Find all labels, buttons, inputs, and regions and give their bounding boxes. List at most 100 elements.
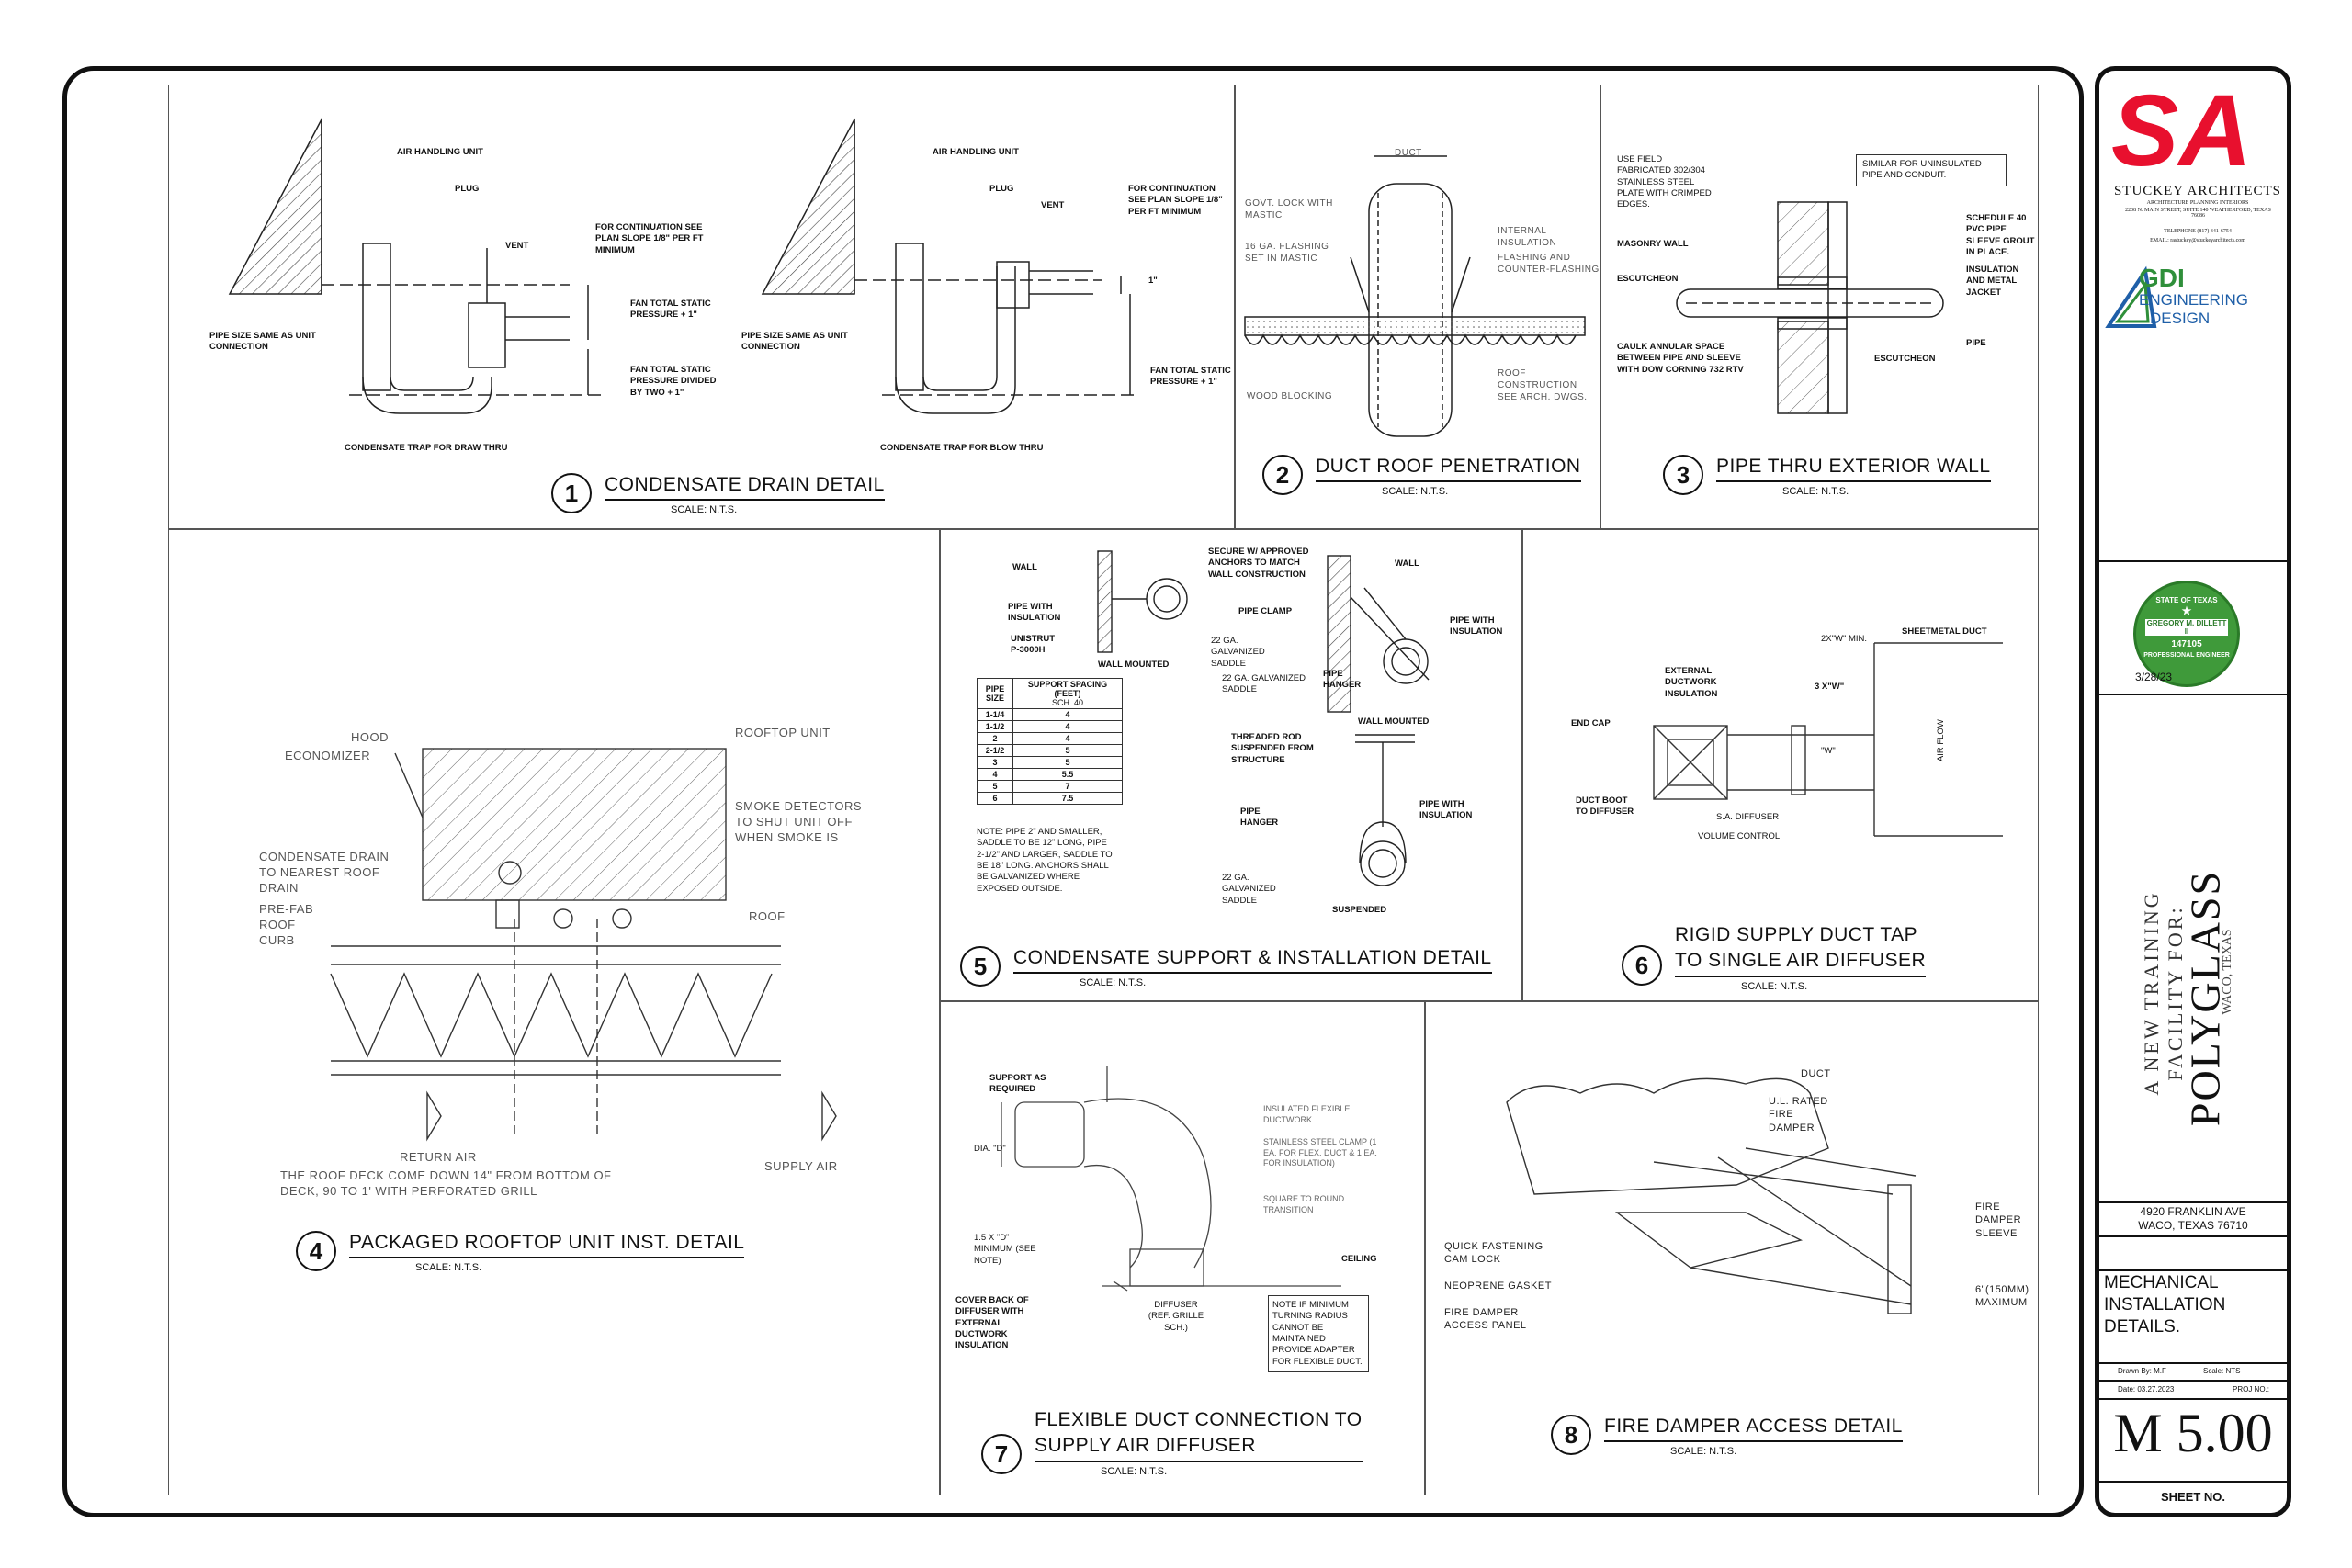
detail-2-number: 2 (1262, 455, 1303, 495)
d1-air-handling-unit: AIR HANDLING UNIT (397, 147, 483, 157)
d8-sleeve: FIRE DAMPER SLEEVE (1975, 1201, 2022, 1239)
engineer-logo: GDI ENGINEERING DESIGN (2104, 262, 2288, 331)
detail-2-title: 2 DUCT ROOF PENETRATION SCALE: N.T.S. (1262, 455, 1581, 497)
d7-square-round: SQUARE TO ROUND TRANSITION (1263, 1194, 1345, 1214)
detail-5-title: 5 CONDENSATE SUPPORT & INSTALLATION DETA… (960, 946, 1492, 988)
seal-bottom: PROFESSIONAL ENGINEER (2143, 652, 2230, 659)
d2-wood-blocking: WOOD BLOCKING (1247, 391, 1333, 401)
project-address-1: 4920 FRANKLIN AVE (2140, 1205, 2246, 1218)
d1-pipe-size-draw: PIPE SIZE SAME AS UNIT CONNECTION (209, 331, 316, 353)
d5-wall-mounted-2: WALL MOUNTED (1358, 716, 1430, 727)
detail-cell-8 (1425, 1001, 2039, 1495)
table-cell: 4 (1012, 732, 1123, 745)
svg-text:SA: SA (2111, 78, 2252, 179)
d4-rooftop-unit: ROOFTOP UNIT (735, 726, 831, 739)
d1-plug-2: PLUG (989, 184, 1014, 194)
d1-fan-static-plus: FAN TOTAL STATIC PRESSURE + 1" (630, 299, 711, 321)
d3-escutcheon-2: ESCUTCHEON (1874, 354, 1936, 364)
d2-duct: DUCT (1395, 148, 1422, 158)
firm-name: STUCKEY ARCHITECTS (2113, 184, 2282, 198)
d5-pipe-with-insulation: PIPE WITH INSULATION (1008, 602, 1061, 624)
d6-sa-diffuser: S.A. DIFFUSER (1716, 812, 1780, 822)
d7-cover-back: COVER BACK OF DIFFUSER WITH EXTERNAL DUC… (956, 1295, 1029, 1351)
table-header-spacing: SUPPORT SPACING (FEET) SCH. 40 (1012, 678, 1123, 709)
seal-number: 147105 (2171, 639, 2202, 649)
date-value: Date: 03.27.2023 (2118, 1385, 2175, 1393)
detail-1-title: 1 CONDENSATE DRAIN DETAIL SCALE: N.T.S. (551, 473, 885, 515)
detail-7-name-line2: SUPPLY AIR DIFFUSER (1035, 1434, 1363, 1462)
detail-cell-2 (1235, 85, 1600, 529)
d6-sheetmetal-duct: SHEETMETAL DUCT (1902, 626, 1987, 637)
d3-pipe: PIPE (1966, 338, 1986, 348)
table-cell: 7.5 (1012, 792, 1123, 805)
sheet-no-label: SHEET NO. (2160, 1490, 2226, 1504)
d3-insulation-jacket: INSULATION AND METAL JACKET (1966, 265, 2019, 298)
detail-1-scale: SCALE: N.T.S. (671, 504, 738, 516)
d5-wall-mounted-1: WALL MOUNTED (1098, 660, 1170, 670)
detail-5-number: 5 (960, 946, 1001, 987)
d2-flashing-counter: FLASHING AND COUNTER-FLASHING (1498, 253, 1600, 275)
d6-w: "W" (1821, 746, 1836, 756)
detail-cell-4 (168, 529, 940, 1495)
pipe-thru-wall-drawing (1676, 201, 1944, 414)
detail-6-number: 6 (1622, 945, 1662, 986)
d2-internal-insulation: INTERNAL INSULATION (1498, 226, 1557, 248)
detail-1-name: CONDENSATE DRAIN DETAIL (605, 473, 885, 502)
d5-pipe-hanger: PIPE HANGER (1323, 669, 1362, 691)
proj-no: PROJ NO.: (2233, 1385, 2270, 1393)
detail-3-name: PIPE THRU EXTERIOR WALL (1716, 455, 1991, 483)
fire-damper-drawing (1506, 1077, 1917, 1314)
d5-saddle-3: 22 GA. GALVANIZED SADDLE (1222, 873, 1276, 906)
engineer-name-3: DESIGN (2150, 310, 2211, 327)
d4-roof-deck-note: THE ROOF DECK COME DOWN 14" FROM BOTTOM … (280, 1168, 612, 1198)
d4-supply-air: SUPPLY AIR (764, 1159, 838, 1173)
d6-end-cap: END CAP (1571, 718, 1611, 728)
detail-2-name: DUCT ROOF PENETRATION (1316, 455, 1581, 483)
firm-email: EMAIL: rastuckey@stuckeyarchitects.com (2150, 238, 2245, 243)
d4-economizer: ECONOMIZER (285, 749, 371, 762)
d5-wall: WALL (1012, 562, 1037, 572)
detail-cell-7 (940, 1001, 1425, 1495)
pipe-support-drawing (1097, 550, 1430, 886)
d6-external-insulation: EXTERNAL DUCTWORK INSULATION (1665, 666, 1718, 699)
tb-divider (2099, 1398, 2287, 1400)
detail-4-title: 4 PACKAGED ROOFTOP UNIT INST. DETAIL SCA… (296, 1231, 745, 1273)
d7-ceiling: CEILING (1341, 1254, 1377, 1264)
d7-dia: DIA. "D" (974, 1144, 1006, 1154)
d6-air-flow: AIR FLOW (1935, 719, 1946, 762)
d5-saddle-2: 22 GA. GALVANIZED SADDLE (1222, 673, 1306, 695)
d5-note: NOTE: PIPE 2" AND SMALLER, SADDLE TO BE … (977, 827, 1113, 894)
d6-volume-control: VOLUME CONTROL (1698, 831, 1781, 841)
detail-6-title: 6 RIGID SUPPLY DUCT TAP TO SINGLE AIR DI… (1622, 923, 1927, 992)
d5-wall-2: WALL (1395, 558, 1419, 569)
table-cell: 5 (1012, 744, 1123, 757)
project-city: WACO, TEXAS (2221, 929, 2234, 1015)
tb-divider (2099, 1269, 2287, 1271)
detail-7-title: 7 FLEXIBLE DUCT CONNECTION TO SUPPLY AIR… (981, 1408, 1363, 1477)
tb-divider (2099, 1362, 2287, 1364)
detail-3-title: 3 PIPE THRU EXTERIOR WALL SCALE: N.T.S. (1663, 455, 1991, 497)
d5-saddle-1: 22 GA. GALVANIZED SADDLE (1211, 636, 1265, 669)
d5-suspended: SUSPENDED (1332, 905, 1387, 915)
detail-3-number: 3 (1663, 455, 1703, 495)
engineer-name-1: GDI (2139, 264, 2185, 292)
d3-escutcheon: ESCUTCHEON (1617, 274, 1679, 284)
d8-quick-fastening: QUICK FASTENING CAM LOCK (1444, 1241, 1544, 1266)
d7-insulated-flex: INSULATED FLEXIBLE DUCTWORK (1263, 1104, 1351, 1124)
tb-divider (2099, 1201, 2287, 1203)
d1-continuation-draw: FOR CONTINUATION SEE PLAN SLOPE 1/8" PER… (595, 222, 704, 255)
d4-return-air: RETURN AIR (400, 1150, 477, 1164)
d1-pipe-size-blow: PIPE SIZE SAME AS UNIT CONNECTION (741, 331, 848, 353)
d5-pipe-with-insulation-3: PIPE WITH INSULATION (1419, 799, 1473, 821)
d8-access-panel: FIRE DAMPER ACCESS PANEL (1444, 1307, 1527, 1332)
seal-name: GREGORY M. DILLETT II (2145, 619, 2228, 636)
tb-divider (2099, 694, 2287, 695)
table-cell: 2 (977, 732, 1013, 745)
d5-unistrut: UNISTRUT P-3000H (1011, 634, 1056, 656)
d7-clamp: STAINLESS STEEL CLAMP (1 EA. FOR FLEX. D… (1263, 1137, 1377, 1168)
d2-govt-lock: GOVT. LOCK WITH MASTIC (1245, 198, 1333, 220)
gdi-triangle-icon (2105, 265, 2157, 328)
